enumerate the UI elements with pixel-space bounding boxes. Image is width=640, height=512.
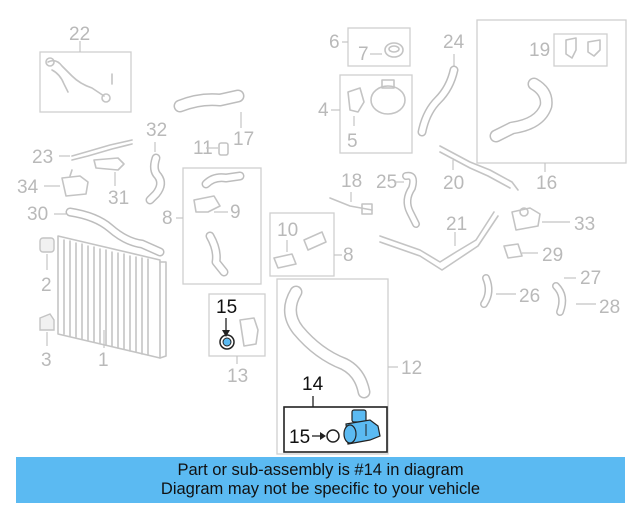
- part-8-hoses[interactable]: [193, 171, 245, 277]
- callout-31: 31: [108, 188, 129, 209]
- callout-11: 11: [193, 138, 213, 159]
- part-2[interactable]: [39, 237, 55, 253]
- part-31[interactable]: [93, 157, 125, 171]
- callout-30: 30: [27, 204, 48, 225]
- part-18[interactable]: [329, 197, 373, 215]
- part-24[interactable]: [417, 65, 459, 137]
- banner-line-1: Part or sub-assembly is #14 in diagram: [177, 461, 464, 479]
- part-23[interactable]: [71, 139, 133, 161]
- callout-26: 26: [519, 286, 540, 307]
- callout-33: 33: [574, 214, 595, 235]
- part-15-oring-upper[interactable]: [219, 334, 235, 350]
- part-16-hose[interactable]: [489, 77, 553, 143]
- callout-6: 6: [329, 32, 340, 53]
- part-17[interactable]: [173, 89, 245, 128]
- callout-19: 19: [529, 40, 550, 61]
- part-4-group-box[interactable]: [339, 74, 413, 154]
- callout-29: 29: [542, 245, 563, 266]
- part-33[interactable]: [511, 207, 541, 231]
- callout-25: 25: [376, 172, 397, 193]
- part-6-group-box[interactable]: [347, 27, 411, 67]
- callout-20: 20: [443, 173, 464, 194]
- part-13-elbow[interactable]: [239, 317, 259, 347]
- part-30[interactable]: [65, 207, 165, 257]
- callout-24: 24: [443, 32, 465, 53]
- callout-22: 22: [69, 24, 90, 45]
- part-22-group[interactable]: [39, 41, 132, 113]
- part-26[interactable]: [480, 274, 493, 308]
- callout-8b: 8: [343, 245, 354, 266]
- part-20[interactable]: [439, 145, 519, 191]
- part-10-group-box[interactable]: [269, 212, 335, 277]
- callout-32: 32: [146, 120, 167, 141]
- callout-16: 16: [536, 173, 557, 194]
- callout-12: 12: [401, 358, 422, 379]
- part-19-clips[interactable]: [565, 37, 601, 59]
- callout-2: 2: [41, 275, 52, 296]
- part-16-group-box[interactable]: [476, 19, 627, 164]
- part-11[interactable]: [218, 142, 229, 156]
- callout-15-upper: 15: [216, 297, 237, 318]
- callout-18: 18: [341, 171, 362, 192]
- part-3[interactable]: [39, 313, 55, 331]
- callout-17: 17: [233, 129, 254, 150]
- part-15-oring-lower[interactable]: [326, 429, 340, 443]
- part-25[interactable]: [402, 171, 420, 228]
- part-7-cap[interactable]: [384, 42, 404, 58]
- callout-34: 34: [17, 177, 39, 198]
- part-27[interactable]: [552, 282, 567, 316]
- callout-3: 3: [41, 350, 52, 371]
- callout-13: 13: [227, 366, 248, 387]
- callout-27: 27: [580, 268, 601, 289]
- part-14-coolant-flange[interactable]: [343, 409, 381, 445]
- banner-line-2: Diagram may not be specific to your vehi…: [160, 480, 481, 498]
- callout-5: 5: [347, 131, 358, 152]
- part-29[interactable]: [503, 243, 523, 259]
- part-1-radiator[interactable]: [57, 235, 167, 359]
- part-4-reservoir[interactable]: [347, 79, 406, 115]
- callout-28: 28: [599, 297, 620, 318]
- callout-21: 21: [446, 214, 467, 235]
- callout-9: 9: [230, 202, 241, 223]
- callout-15-lower: 15: [289, 427, 310, 448]
- callout-8a: 8: [162, 208, 173, 229]
- callout-23: 23: [32, 147, 53, 168]
- callout-1: 1: [98, 350, 109, 371]
- part-12-hose[interactable]: [284, 285, 371, 399]
- callout-7: 7: [358, 44, 369, 65]
- callout-14: 14: [302, 374, 324, 395]
- part-21[interactable]: [379, 211, 499, 271]
- part-8-group-box[interactable]: [182, 167, 262, 285]
- part-10-tee[interactable]: [273, 231, 327, 269]
- part-34[interactable]: [61, 169, 89, 197]
- callout-4: 4: [318, 100, 329, 121]
- parts-diagram: 22 17 23 32 31 11 34 30: [17, 19, 627, 455]
- part-32[interactable]: [145, 153, 166, 205]
- info-banner: Part or sub-assembly is #14 in diagram D…: [16, 457, 625, 503]
- callout-10: 10: [277, 220, 298, 241]
- part-19-group-box[interactable]: [553, 33, 608, 67]
